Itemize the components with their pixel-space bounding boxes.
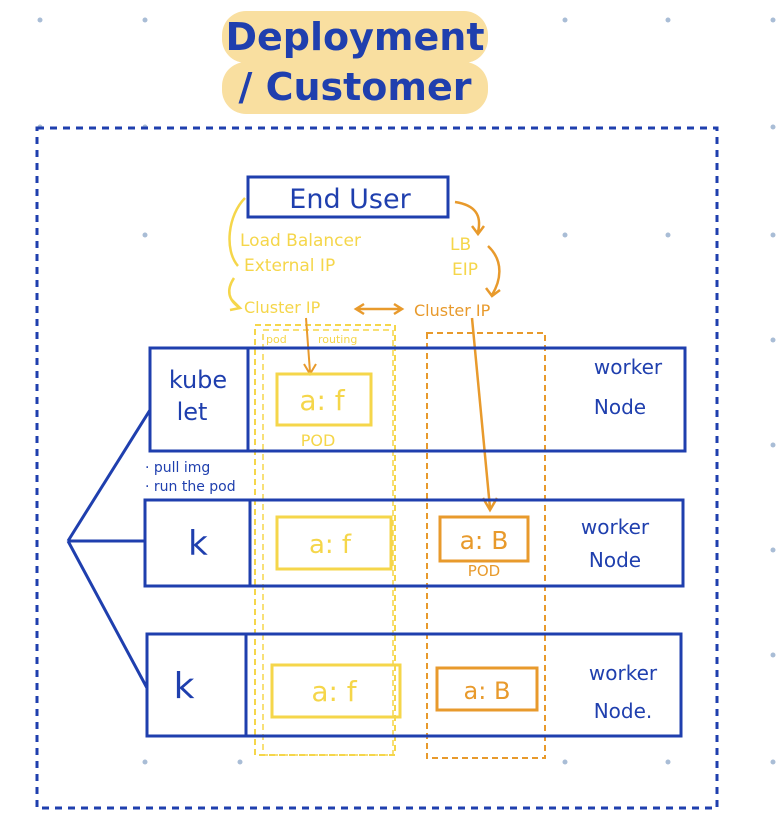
routing-arrow [303, 317, 317, 376]
node-3-pod-a-label: a: f [311, 675, 357, 708]
left-cluster-ip: Cluster IP [244, 298, 321, 317]
title-highlight [222, 11, 488, 114]
worker-node-1 [148, 346, 687, 453]
node-2-pod-b-label: a: B [460, 526, 509, 555]
left-lb-line-2: External IP [244, 256, 335, 276]
node-2-kubelet: k [188, 524, 208, 564]
node-2-pod-b-caption: POD [468, 562, 500, 580]
node-1-pod-a [275, 372, 373, 427]
node-connectors [66, 409, 152, 689]
annotation-pod: pod [266, 333, 287, 346]
node-1-kubelet-line-1: kube [169, 366, 227, 394]
orange-route-arrow-3 [470, 317, 499, 513]
title-line-1: Deployment [225, 15, 484, 59]
worker-node-2 [143, 498, 685, 588]
node-2-pod-b [438, 515, 530, 563]
node-2-pod-a [275, 515, 393, 571]
node-3-worker-line-2: Node. [594, 699, 653, 723]
title-line-2: / Customer [238, 65, 471, 109]
deployment-frame [35, 126, 719, 810]
node-2-worker-line-1: worker [581, 515, 650, 539]
node-2-pod-a-label: a: f [309, 530, 352, 560]
node-1-pod-a-caption: POD [301, 431, 336, 450]
yellow-pod-column-inner [262, 329, 394, 756]
node-2-worker-line-2: Node [589, 548, 641, 572]
orange-route-arrow-2 [485, 245, 501, 298]
kubelet-note-2: · run the pod [145, 479, 236, 495]
node-1-pod-a-label: a: f [299, 384, 345, 417]
node-1-worker-line-1: worker [594, 355, 663, 379]
node-3-worker-line-1: worker [589, 661, 658, 685]
yellow-route-arrow-1 [228, 197, 246, 267]
node-3-pod-b [435, 666, 539, 712]
annotation-routing: routing [318, 333, 357, 346]
right-eip: EIP [452, 260, 478, 280]
node-3-kubelet: k [174, 666, 195, 707]
orange-route-arrow-1 [454, 200, 485, 237]
end-user-label: End User [289, 184, 411, 215]
kubelet-note-1: · pull img [145, 460, 210, 476]
node-3-pod-a [270, 663, 402, 719]
right-lb: LB [450, 235, 471, 255]
node-1-worker-line-2: Node [594, 395, 646, 419]
yellow-route-arrow-2 [227, 277, 243, 312]
node-3-pod-b-label: a: B [464, 677, 511, 705]
end-user-box [246, 175, 450, 219]
right-cluster-ip: Cluster IP [414, 301, 491, 320]
node-1-kubelet-line-2: let [177, 398, 208, 426]
left-lb-line-1: Load Balancer [240, 231, 361, 251]
orange-pod-column [426, 332, 546, 759]
cluster-ip-link-arrow [353, 302, 405, 316]
